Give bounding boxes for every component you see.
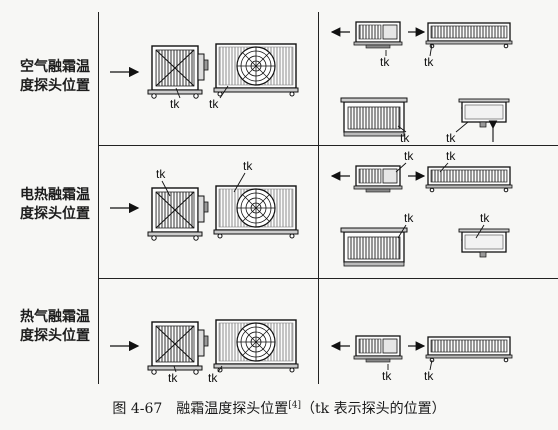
row3-left-drawings: tk tk — [110, 319, 299, 385]
tk-label: tk — [208, 371, 218, 385]
row-label-line: 空气融霜温 — [20, 59, 90, 75]
defrost-probe-diagram: tk tk tk tk tk tk tk tk tk — [110, 21, 513, 385]
tk-label: tk — [404, 149, 414, 163]
row-label-line: 热气融霜温 — [20, 309, 90, 325]
tk-label: tk — [168, 371, 178, 385]
row-label-line: 电热融霜温 — [20, 187, 90, 203]
grid-horizontal-2 — [98, 278, 558, 279]
row-label-line: 度探头位置 — [20, 78, 90, 94]
grid-vertical-left — [98, 12, 99, 384]
tk-label: tk — [446, 149, 456, 163]
row1-left-drawings: tk tk — [110, 43, 299, 111]
grid-horizontal-1 — [98, 145, 558, 146]
tk-label: tk — [209, 97, 219, 111]
tk-label: tk — [156, 167, 166, 181]
row-label-hotgas-defrost: 热气融霜温 度探头位置 — [12, 308, 98, 346]
figure-number: 图 4-67 — [112, 401, 163, 417]
figure-reference: [4] — [288, 400, 302, 411]
row1-right-drawings: tk tk tk tk — [330, 21, 513, 145]
row-label-electric-defrost: 电热融霜温 度探头位置 — [12, 186, 98, 224]
tk-label: tk — [446, 131, 456, 145]
row-label-air-defrost: 空气融霜温 度探头位置 — [12, 58, 98, 96]
figure-note: （tk 表示探头的位置） — [301, 401, 446, 417]
tk-label: tk — [170, 97, 180, 111]
tk-label: tk — [424, 55, 434, 69]
tk-label: tk — [380, 55, 390, 69]
grid-vertical-middle — [318, 12, 319, 384]
tk-label: tk — [243, 159, 253, 173]
figure-title: 融霜温度探头位置 — [176, 401, 289, 417]
tk-label: tk — [424, 369, 434, 383]
tk-label: tk — [404, 211, 414, 225]
tk-label: tk — [382, 369, 392, 383]
tk-label: tk — [480, 211, 490, 225]
row2-right-drawings: tk tk tk tk — [330, 149, 513, 267]
row2-left-drawings: tk tk — [110, 159, 299, 241]
tk-label: tk — [400, 131, 410, 145]
row-label-line: 度探头位置 — [20, 328, 90, 344]
row3-right-drawings: tk tk — [330, 335, 513, 383]
figure-caption: 图 4-67 融霜温度探头位置[4]（tk 表示探头的位置） — [0, 398, 558, 418]
row-label-line: 度探头位置 — [20, 206, 90, 222]
